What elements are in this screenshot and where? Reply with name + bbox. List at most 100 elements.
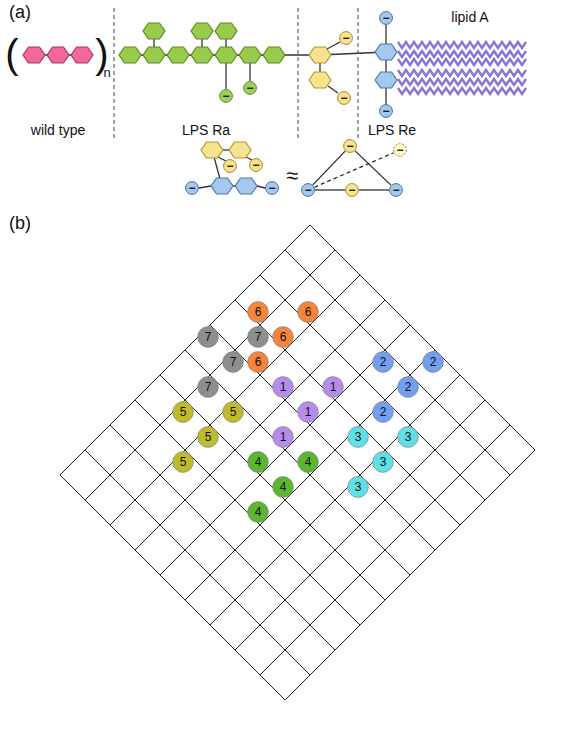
drawing-part [201, 47, 331, 158]
drawing-part [346, 184, 359, 197]
charge-sign: − [340, 92, 347, 104]
drawing-part [47, 47, 69, 63]
drawing-part [173, 452, 194, 473]
caption-text: ≈ [286, 164, 298, 188]
drawing-part [398, 377, 419, 398]
drawing-part [310, 225, 535, 450]
bond-line [315, 189, 345, 190]
group-circle: 5 [222, 401, 244, 423]
drawing-part [380, 105, 393, 118]
drawing-part [298, 452, 319, 473]
drawing-part [239, 47, 261, 63]
caption-text: n [103, 66, 110, 80]
drawing-part [375, 44, 397, 60]
drawing-part [298, 302, 319, 323]
group-circle: 1 [272, 376, 294, 398]
drawing-part [185, 350, 435, 600]
group-number: 3 [405, 431, 412, 443]
group-number: 1 [280, 381, 287, 393]
drawing-part [210, 325, 435, 550]
drawing-part [373, 402, 394, 423]
drawing-part [250, 159, 263, 172]
charge-circle: − [389, 183, 403, 197]
group-number: 7 [205, 331, 212, 343]
drawing-part [398, 42, 526, 94]
charge-sign: − [268, 182, 275, 194]
group-circle: 5 [172, 401, 194, 423]
group-circle: 5 [172, 451, 194, 473]
group-circle: 3 [347, 476, 369, 498]
drawing-part [60, 225, 535, 700]
group-circle: 6 [297, 301, 319, 323]
group-number: 4 [255, 506, 262, 518]
drawing-part [398, 42, 526, 48]
drawing-part [327, 42, 340, 49]
drawing-part [398, 88, 526, 94]
charge-circle: − [379, 11, 393, 25]
panel-label: (b) [9, 214, 31, 234]
charge-circle: − [345, 183, 359, 197]
drawing-part [143, 47, 165, 63]
drawing-part [248, 327, 269, 348]
charge-sign: − [396, 144, 403, 156]
drawing-part [309, 47, 331, 63]
drawing-part [390, 184, 403, 197]
drawing-part [398, 59, 526, 65]
drawing-part [135, 400, 360, 625]
drawing-part [114, 8, 115, 138]
drawing-part [215, 47, 237, 63]
drawing-part [215, 23, 237, 39]
drawing-part [191, 23, 213, 39]
group-circle: 2 [372, 351, 394, 373]
charge-circle: − [301, 183, 315, 197]
charge-circle: − [243, 81, 257, 95]
drawing-part [225, 63, 226, 89]
group-number: 3 [380, 456, 387, 468]
group-number: 2 [430, 356, 437, 368]
group-circle: 4 [297, 451, 319, 473]
drawing-part [201, 142, 223, 158]
drawing-part [348, 477, 369, 498]
charge-circle: − [185, 181, 199, 195]
group-number: 3 [355, 431, 362, 443]
drawing-part [167, 47, 189, 63]
drawing-part [423, 352, 444, 373]
drawing-part [143, 23, 165, 39]
drawing-part [398, 70, 526, 76]
caption-text: lipid A [451, 10, 488, 25]
drawing-part [298, 8, 299, 138]
charge-circle: − [379, 104, 393, 118]
drawing-part [244, 82, 257, 95]
charge-circle: − [219, 89, 233, 103]
group-number: 6 [255, 356, 262, 368]
drawing-part [273, 377, 294, 398]
drawing-part [186, 182, 199, 195]
group-circle: 3 [397, 426, 419, 448]
group-circle: 7 [247, 326, 269, 348]
drawing-part [260, 275, 485, 500]
group-circle: 3 [372, 451, 394, 473]
drawing-part [348, 427, 369, 448]
charge-sign: − [348, 184, 355, 196]
drawing-part [340, 32, 353, 45]
drawing-part [385, 88, 386, 104]
drawing-part [173, 402, 194, 423]
group-number: 2 [405, 381, 412, 393]
drawing-part [358, 8, 359, 138]
charge-sign: − [304, 184, 311, 196]
drawing-part [394, 144, 407, 157]
drawing-part [198, 327, 219, 348]
charge-sign: − [346, 140, 353, 152]
drawing-part [218, 157, 226, 161]
drawing-part [273, 427, 294, 448]
charge-sign: − [252, 159, 259, 171]
drawing-part [385, 25, 386, 44]
drawing-part [160, 325, 410, 575]
drawing-part [23, 47, 45, 63]
group-number: 1 [305, 406, 312, 418]
drawing-part [273, 477, 294, 498]
drawing-part [257, 186, 265, 188]
drawing-part [85, 450, 310, 675]
charge-sign: − [222, 90, 229, 102]
